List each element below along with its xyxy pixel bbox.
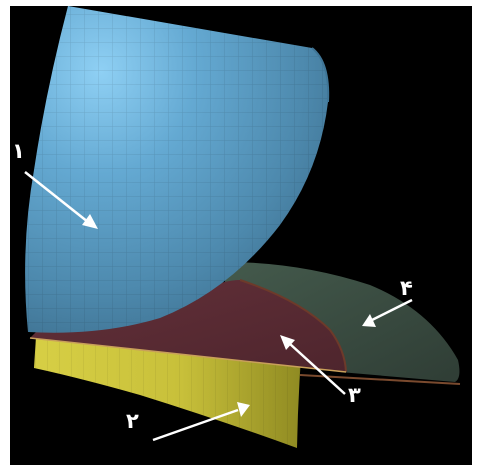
label-4: ۴ xyxy=(400,276,413,300)
label-2: ٢ xyxy=(126,409,139,433)
label-3: ٣ xyxy=(348,383,361,407)
label-1: ١ xyxy=(12,139,25,163)
